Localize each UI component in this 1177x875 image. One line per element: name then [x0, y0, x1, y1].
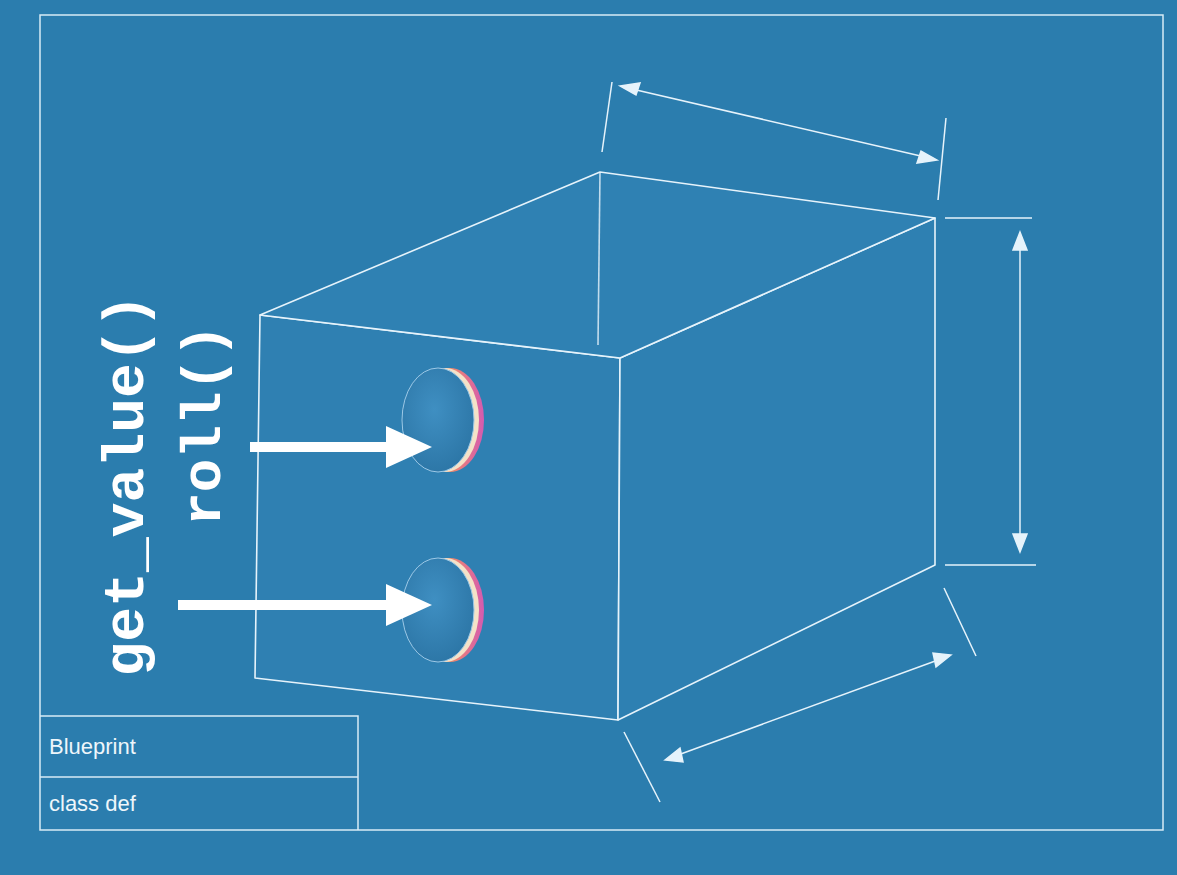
frame-border	[40, 15, 1163, 830]
title-cell: class def	[41, 778, 357, 829]
dimension-lines	[602, 82, 1036, 802]
method-label: get_value()	[99, 294, 157, 677]
title-text: Blueprint	[49, 734, 136, 760]
roll-button	[402, 368, 484, 472]
title-text: class def	[49, 791, 136, 817]
title-cell: Blueprint	[41, 717, 357, 776]
method-label: roll()	[177, 324, 233, 526]
title-block	[40, 716, 358, 830]
